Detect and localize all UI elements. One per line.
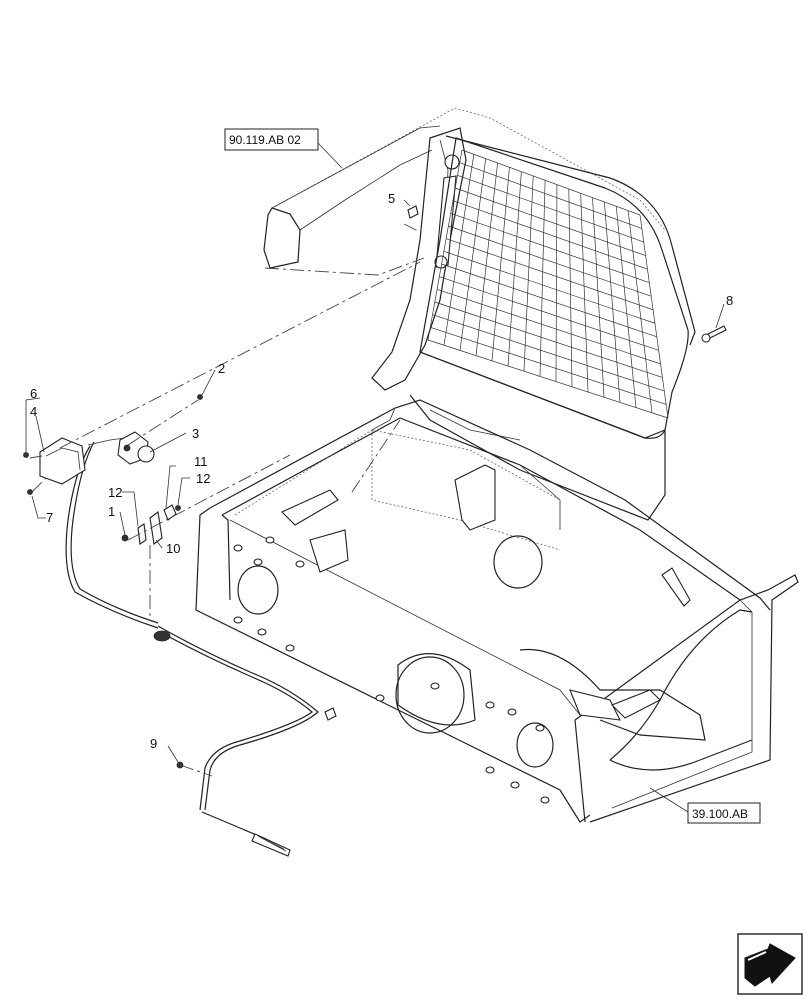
- mesh-wire-vertical: [615, 206, 637, 408]
- frame-stud: [485, 701, 495, 709]
- washer-12b: [175, 505, 181, 511]
- callout-2: 2: [218, 361, 225, 376]
- mesh-wire-vertical: [443, 154, 475, 346]
- callout-9: 9: [150, 736, 157, 751]
- frame-stud: [540, 796, 550, 804]
- reference-label-cab: 90.119.AB 02: [229, 133, 301, 147]
- callout-10: 10: [166, 541, 180, 556]
- mesh-wire-horizontal: [430, 327, 667, 405]
- callout-3: 3: [192, 426, 199, 441]
- frame-stud: [233, 544, 243, 552]
- frame-stud: [257, 628, 267, 636]
- mesh-wire-horizontal: [455, 187, 646, 256]
- callout-12-right: 12: [196, 471, 210, 486]
- frame-stud: [233, 616, 243, 624]
- reference-label-frame: 39.100.AB: [692, 807, 748, 821]
- callout-8: 8: [726, 293, 733, 308]
- mesh-wire-vertical: [639, 214, 669, 419]
- assembly-centerlines: [29, 223, 425, 777]
- frame-stud: [430, 682, 440, 690]
- frame-stud: [253, 558, 263, 566]
- screw-6: [23, 452, 29, 458]
- cable-grommet: [153, 630, 171, 642]
- mesh-wire-horizontal: [446, 238, 654, 311]
- callout-4: 4: [30, 404, 37, 419]
- frame-studs: [233, 536, 550, 804]
- bolt-1: [121, 534, 129, 542]
- mesh-wire-vertical: [475, 162, 498, 356]
- mesh-wire-horizontal: [432, 314, 665, 392]
- cab-assembly: [263, 107, 696, 521]
- cable-bracket: [39, 437, 86, 485]
- frame-stud: [507, 708, 517, 716]
- screw-7: [27, 489, 33, 495]
- frame-stud: [375, 694, 385, 702]
- mesh-wire-vertical: [592, 197, 605, 398]
- mesh-wire-vertical: [427, 149, 463, 341]
- mesh-wire-horizontal: [459, 162, 642, 229]
- frame-stud: [510, 781, 520, 789]
- frame-stud: [485, 766, 495, 774]
- frame-stud: [285, 644, 295, 652]
- mesh-wire-vertical: [491, 167, 510, 361]
- control-cable: [65, 437, 337, 857]
- bracket-10: [149, 511, 163, 545]
- screen-mesh: [427, 149, 669, 419]
- mesh-wire-vertical: [555, 184, 558, 382]
- reference-box-cab[interactable]: 90.119.AB 02: [224, 128, 319, 151]
- mesh-wire-vertical: [539, 180, 546, 377]
- mesh-wire-vertical: [580, 193, 589, 393]
- callout-numbers: 1 2 3 4 5 6 7 8 9 10 11 12 12: [30, 191, 733, 751]
- mesh-wire-horizontal: [441, 263, 657, 338]
- callout-7: 7: [46, 510, 53, 525]
- mesh-wire-horizontal: [450, 213, 650, 283]
- frame-stud: [535, 724, 545, 732]
- callout-leaders: [25, 142, 725, 813]
- mesh-wire-vertical: [459, 158, 487, 351]
- mesh-wire-horizontal: [427, 339, 669, 419]
- small-parts: [23, 205, 727, 769]
- mesh-wire-horizontal: [461, 149, 641, 216]
- mesh-wire-vertical: [507, 171, 522, 367]
- washer-12a: [137, 523, 147, 545]
- reference-box-frame[interactable]: 39.100.AB: [687, 802, 761, 824]
- mesh-wire-vertical: [604, 201, 621, 403]
- callout-11: 11: [194, 454, 208, 469]
- cable-knob: [137, 445, 155, 463]
- mesh-wire-horizontal: [434, 301, 663, 378]
- mesh-wire-vertical: [627, 210, 653, 413]
- frame-stud: [265, 536, 275, 544]
- frame-stud: [295, 560, 305, 568]
- cable-end-fitting: [251, 833, 291, 857]
- fastener-5: [407, 205, 419, 219]
- chassis-frame: [195, 399, 799, 823]
- mesh-wire-vertical: [568, 188, 573, 387]
- mesh-wire-horizontal: [436, 289, 661, 365]
- nut-2: [197, 394, 203, 400]
- mesh-wire-vertical: [523, 175, 534, 372]
- mesh-wire-horizontal: [443, 251, 656, 324]
- callout-5: 5: [388, 191, 395, 206]
- callout-12-left: 12: [108, 485, 122, 500]
- callout-6: 6: [30, 386, 37, 401]
- mesh-wire-horizontal: [452, 200, 648, 270]
- callout-1: 1: [108, 504, 115, 519]
- next-page-arrow-icon[interactable]: [737, 933, 803, 995]
- mesh-wire-horizontal: [457, 175, 644, 243]
- mesh-wire-horizontal: [439, 276, 659, 351]
- mesh-wire-horizontal: [448, 225, 652, 297]
